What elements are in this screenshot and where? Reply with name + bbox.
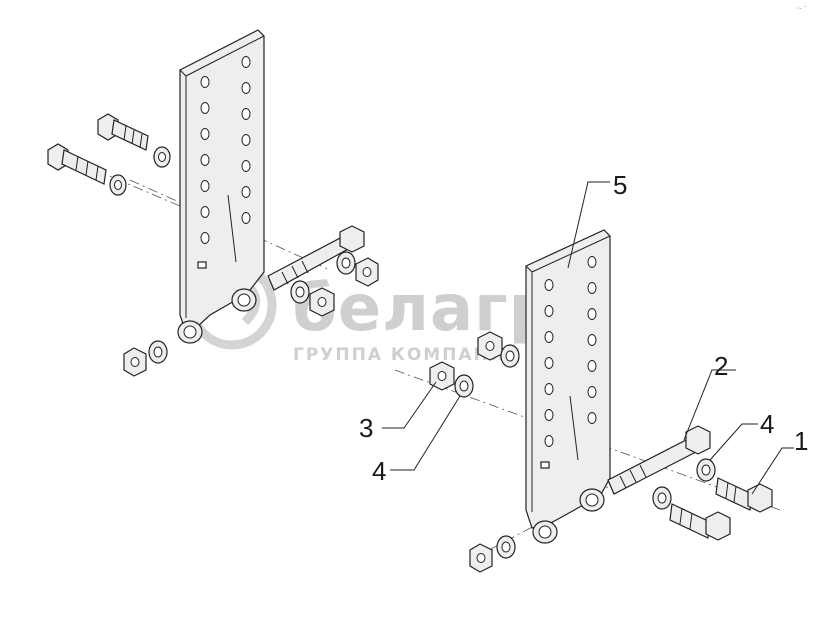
washer-left-lower [109,174,127,196]
nut-left-bottom [123,347,147,377]
bracket-left-holes [200,56,251,244]
washer-left-pin [336,251,356,275]
washer-right-lower [652,486,672,510]
washer-left-bottom [148,340,168,364]
washer-right-bottom [496,535,516,559]
washer-left-upper [153,146,171,168]
bolt-left-lower [47,143,107,185]
callouts: 5 2 3 4 4 1 [359,170,808,495]
bracket-left [177,29,265,344]
nut-left-pin [355,257,379,287]
bolt-left-upper [97,113,149,151]
nut-right-mid [429,361,455,391]
washer-right [696,458,716,482]
callout-4-left: 4 [372,456,386,486]
washer-right-mid [454,374,474,398]
washer-left-mid [290,280,310,304]
nut-right-upper [477,331,503,361]
callout-4-right: 4 [760,409,774,439]
callout-3: 3 [359,413,373,443]
bolt-right-lower [669,503,731,541]
nut-left-mid [309,287,335,317]
bolt-right [715,477,773,513]
callout-1: 1 [794,426,808,456]
nut-right-bottom [469,543,493,573]
bracket-right-holes [544,256,597,447]
pin-left [267,225,365,291]
callout-2: 2 [714,351,728,381]
bracket-right-lug [532,488,605,544]
bracket-right [525,229,611,544]
callout-5: 5 [613,170,627,200]
corner-mark: ◦- ⁻ [796,5,807,12]
bracket-left-lug [177,288,257,344]
pin-right [607,425,711,495]
washer-right-upper [500,344,520,368]
watermark-tagline: ГРУППА КОМПАНИЙ [293,343,522,365]
